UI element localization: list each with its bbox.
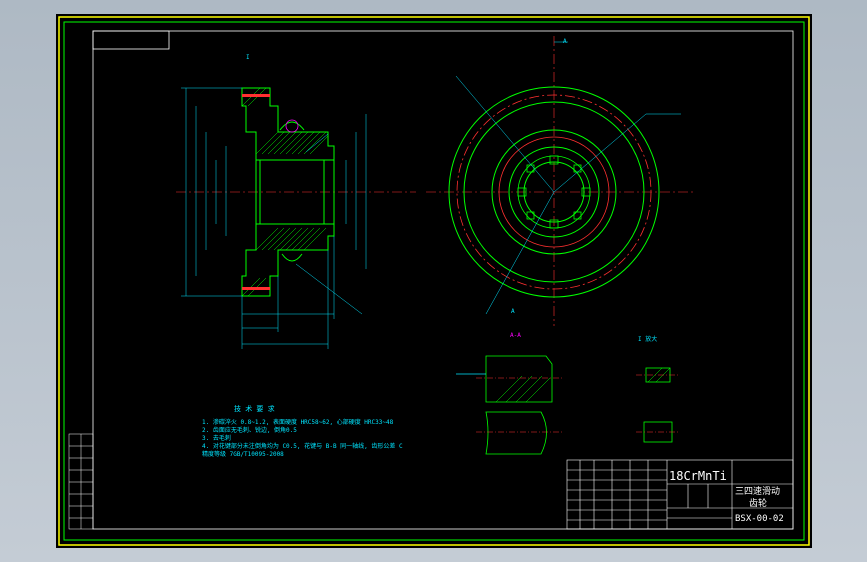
drawing-number: BSX-00-02 <box>735 514 784 524</box>
section-view <box>176 87 416 349</box>
side-revision-table <box>68 433 94 530</box>
section-marker-a-top: A <box>563 38 567 45</box>
tech-req-line-5: 精度等级 7GB/T10095-2008 <box>202 451 284 458</box>
tech-req-line-2: 2. 齿面应无毛刺、锐边, 倒角0.5 <box>202 427 297 434</box>
title-block-grid <box>566 459 794 530</box>
outer-frame <box>58 16 810 546</box>
tech-req-line-1: 1. 渗碳淬火 0.8~1.2, 表面硬度 HRC58~62, 心部硬度 HRC… <box>202 419 394 426</box>
drawing-canvas <box>58 16 810 546</box>
end-view <box>426 36 696 326</box>
part-name-line-1: 三四速滑动 <box>735 487 781 497</box>
corner-box <box>92 30 170 50</box>
tech-req-line-3: 3. 去毛刺 <box>202 435 231 442</box>
tech-req-heading: 技 术 要 求 <box>234 405 275 413</box>
tech-req-line-4: 4. 对花键部分未注倒角均为 C0.5, 花键与 B-B 同一轴线, 齿形公差 … <box>202 443 403 450</box>
detail-label: I <box>246 54 250 61</box>
section-marker-a-bottom: A <box>511 308 515 315</box>
view-label: A-A <box>510 332 521 339</box>
drawing-sheet[interactable]: A A A-A I I 放大 技 术 要 求 1. 渗碳淬火 0.8~1.2, … <box>56 14 812 548</box>
material-text: 18CrMnTi <box>669 469 727 483</box>
detail-views <box>456 355 678 455</box>
inner-frame <box>63 21 805 541</box>
enlarged-label: I 放大 <box>638 336 658 343</box>
part-name-line-2: 齿轮 <box>749 499 768 509</box>
drawing-border <box>92 30 794 530</box>
